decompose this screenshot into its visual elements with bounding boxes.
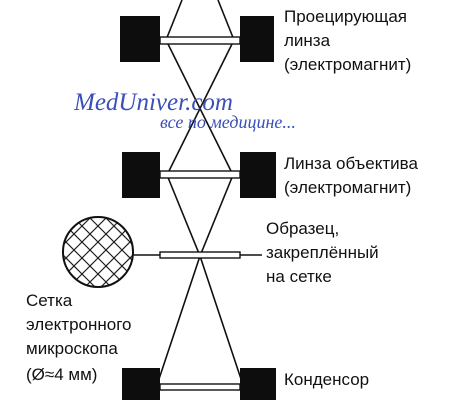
watermark-subtitle: все по медицине... [160, 112, 296, 132]
objective-lens-plate [159, 170, 241, 179]
specimen-holder [133, 251, 262, 259]
grid-label: Сетка электронного микроскопа (Ø≈4 мм) [26, 291, 132, 384]
grid-label-line-2: электронного [26, 315, 132, 334]
projector-lens [120, 16, 274, 62]
grid-label-line-4: (Ø≈4 мм) [26, 365, 97, 384]
condenser-label: Конденсор [284, 370, 369, 389]
specimen-plate [159, 251, 241, 259]
condenser-magnet-left [122, 368, 160, 400]
objective-label-line-1: Линза объектива [284, 154, 418, 173]
projector-label-line-1: Проецирующая [284, 7, 407, 26]
objective-lens [122, 152, 276, 198]
projector-lens-label: Проецирующая линза (электромагнит) [284, 7, 411, 74]
watermark: MedUniver.com все по медицине... [73, 89, 296, 132]
projector-magnet-right [240, 16, 274, 62]
condenser [122, 368, 276, 400]
objective-lens-label: Линза объектива (электромагнит) [284, 154, 418, 197]
projector-label-line-2: линза [284, 31, 331, 50]
projector-lens-plate [159, 36, 241, 45]
specimen-label: Образец, закреплённый на сетке [266, 219, 379, 286]
condenser-lens-plate [159, 383, 241, 391]
objective-magnet-right [240, 152, 276, 198]
condenser-label-line-1: Конденсор [284, 370, 369, 389]
projector-magnet-left [120, 16, 160, 62]
projector-label-line-3: (электромагнит) [284, 55, 411, 74]
condenser-magnet-right [240, 368, 276, 400]
beam-path [156, 0, 244, 386]
specimen-label-line-2: закреплённый [266, 243, 379, 262]
grid-outline [62, 216, 134, 288]
specimen-label-line-3: на сетке [266, 267, 332, 286]
objective-magnet-left [122, 152, 160, 198]
objective-label-line-2: (электромагнит) [284, 178, 411, 197]
grid-label-line-3: микроскопа [26, 339, 118, 358]
grid-label-line-1: Сетка [26, 291, 73, 310]
watermark-title: MedUniver.com [73, 89, 233, 116]
specimen-label-line-1: Образец, [266, 219, 339, 238]
